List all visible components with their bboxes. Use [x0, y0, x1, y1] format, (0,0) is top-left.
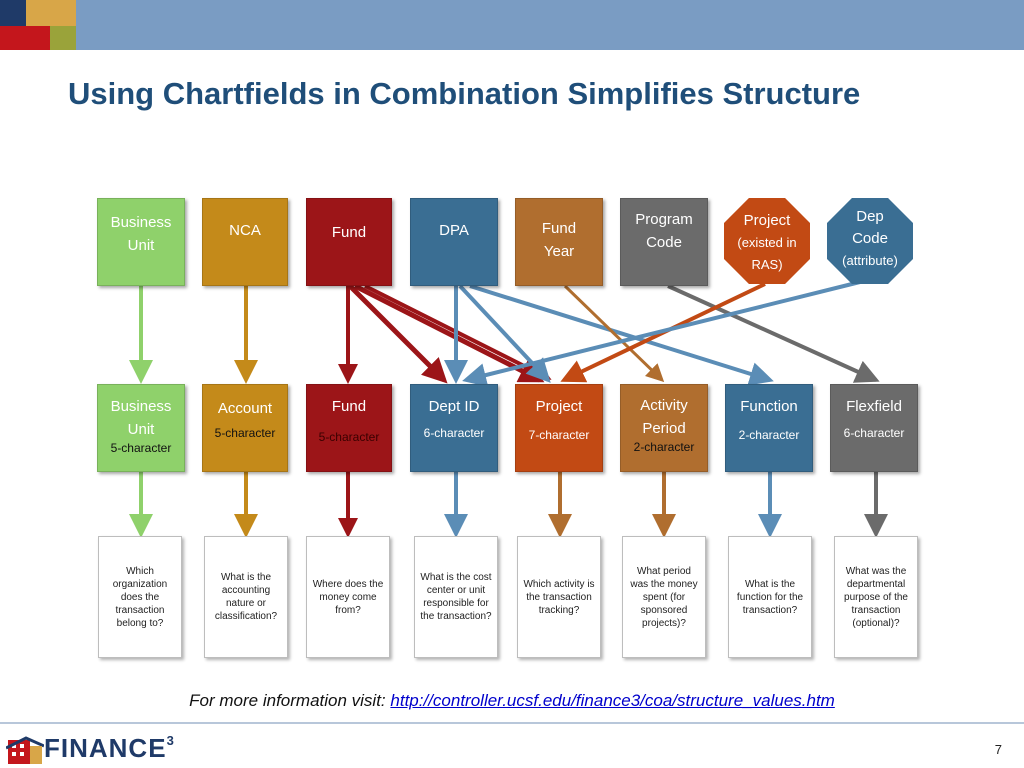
top-box-fund-year: Fund Year: [515, 198, 603, 286]
question-text: What is the cost center or unit responsi…: [420, 572, 492, 622]
top-box-fund: Fund: [306, 198, 392, 286]
question-text: What is the accounting nature or classif…: [214, 572, 278, 622]
header-square-blue: [0, 0, 26, 26]
footer-divider: [0, 722, 1024, 724]
mid-box-account: Account 5-character: [202, 384, 288, 472]
mid-box-flexfield: Flexfield 6-character: [830, 384, 918, 472]
mid-box-label: Dept ID: [428, 398, 480, 415]
top-box-label: Program Code: [635, 211, 693, 251]
mid-box-function: Function 2-character: [725, 384, 813, 472]
question-box-project: Which activity is the transaction tracki…: [517, 536, 601, 658]
top-octagon-project: Project (existed in RAS): [724, 198, 810, 284]
mid-box-dept-id: Dept ID 6-character: [410, 384, 498, 472]
mid-box-label: Project: [535, 398, 583, 415]
top-box-label: Fund: [331, 224, 367, 241]
building-icon: [6, 736, 44, 764]
mid-box-sub: 6-character: [843, 426, 905, 440]
mid-box-fund: Fund 5-character: [306, 384, 392, 472]
mid-box-sub: 2-character: [633, 440, 695, 454]
top-box-label: NCA: [229, 222, 261, 239]
arrow-dpa-project: [458, 284, 551, 383]
top-box-label: Business Unit: [110, 214, 172, 254]
mid-box-sub: 2-character: [738, 428, 800, 442]
mid-box-sub: 5-character: [318, 430, 380, 444]
mid-box-label: Function: [740, 398, 798, 415]
mid-box-sub: 5-character: [110, 441, 172, 455]
more-info-label: For more information visit:: [189, 691, 386, 710]
octagon-sub: (attribute): [842, 253, 898, 268]
mid-box-sub: 7-character: [528, 428, 590, 442]
top-box-dpa: DPA: [410, 198, 498, 286]
slide-title: Using Chartfields in Combination Simplif…: [68, 76, 861, 111]
top-box-label: Fund Year: [541, 220, 577, 260]
question-text: Which organization does the transaction …: [112, 565, 168, 629]
mid-box-sub: 6-character: [423, 426, 485, 440]
arrow-program-flexfield: [667, 284, 880, 383]
question-box-business-unit: Which organization does the transaction …: [98, 536, 182, 658]
mid-box-sub: 5-character: [214, 426, 276, 440]
arrow-fundyear-activity: [563, 284, 665, 383]
mid-box-label: Business Unit: [110, 398, 172, 438]
mid-box-business-unit: Business Unit 5-character: [97, 384, 185, 472]
question-text: Which activity is the transaction tracki…: [523, 578, 595, 616]
logo-superscript: 3: [166, 732, 174, 748]
question-box-flexfield: What was the departmental purpose of the…: [834, 536, 918, 658]
header-bar: [0, 0, 1024, 50]
octagon-sub: (existed in RAS): [737, 235, 797, 272]
structure-values-link[interactable]: http://controller.ucsf.edu/finance3/coa/…: [390, 691, 835, 710]
finance3-logo: FINANCE 3: [6, 732, 174, 764]
arrow-fund-project-1: [353, 283, 545, 383]
question-box-function: What is the function for the transaction…: [728, 536, 812, 658]
mid-box-label: Fund: [331, 398, 367, 415]
header-square-olive: [50, 26, 76, 50]
more-info-line: For more information visit: http://contr…: [0, 691, 1024, 711]
arrow-depcode-dept: [462, 280, 861, 387]
arrow-fund-dept: [348, 284, 448, 384]
top-octagon-dep-code: Dep Code (attribute): [827, 198, 913, 284]
arrow-dpa-function: [469, 284, 774, 386]
mid-box-activity-period: Activity Period 2-character: [620, 384, 708, 472]
mid-box-label: Account: [217, 400, 273, 417]
top-box-business-unit: Business Unit: [97, 198, 185, 286]
question-box-account: What is the accounting nature or classif…: [204, 536, 288, 658]
top-box-program-code: Program Code: [620, 198, 708, 286]
question-text: What was the departmental purpose of the…: [844, 565, 908, 629]
logo-text: FINANCE: [44, 732, 167, 763]
octagon-label: Dep Code: [852, 208, 888, 247]
mid-box-project: Project 7-character: [515, 384, 603, 472]
question-text: What is the function for the transaction…: [736, 578, 804, 616]
header-square-red: [0, 26, 50, 50]
top-box-label: DPA: [439, 222, 469, 239]
question-text: Where does the money come from?: [312, 578, 384, 616]
question-box-activity-period: What period was the money spent (for spo…: [622, 536, 706, 658]
mid-box-label: Flexfield: [846, 398, 902, 415]
header-square-gold: [26, 0, 76, 26]
mid-box-label: Activity Period: [640, 397, 688, 437]
question-box-fund: Where does the money come from?: [306, 536, 390, 658]
question-text: What period was the money spent (for spo…: [630, 565, 698, 629]
page-number: 7: [994, 742, 1002, 757]
octagon-label: Project: [743, 212, 791, 229]
top-box-nca: NCA: [202, 198, 288, 286]
question-box-dept-id: What is the cost center or unit responsi…: [414, 536, 498, 658]
